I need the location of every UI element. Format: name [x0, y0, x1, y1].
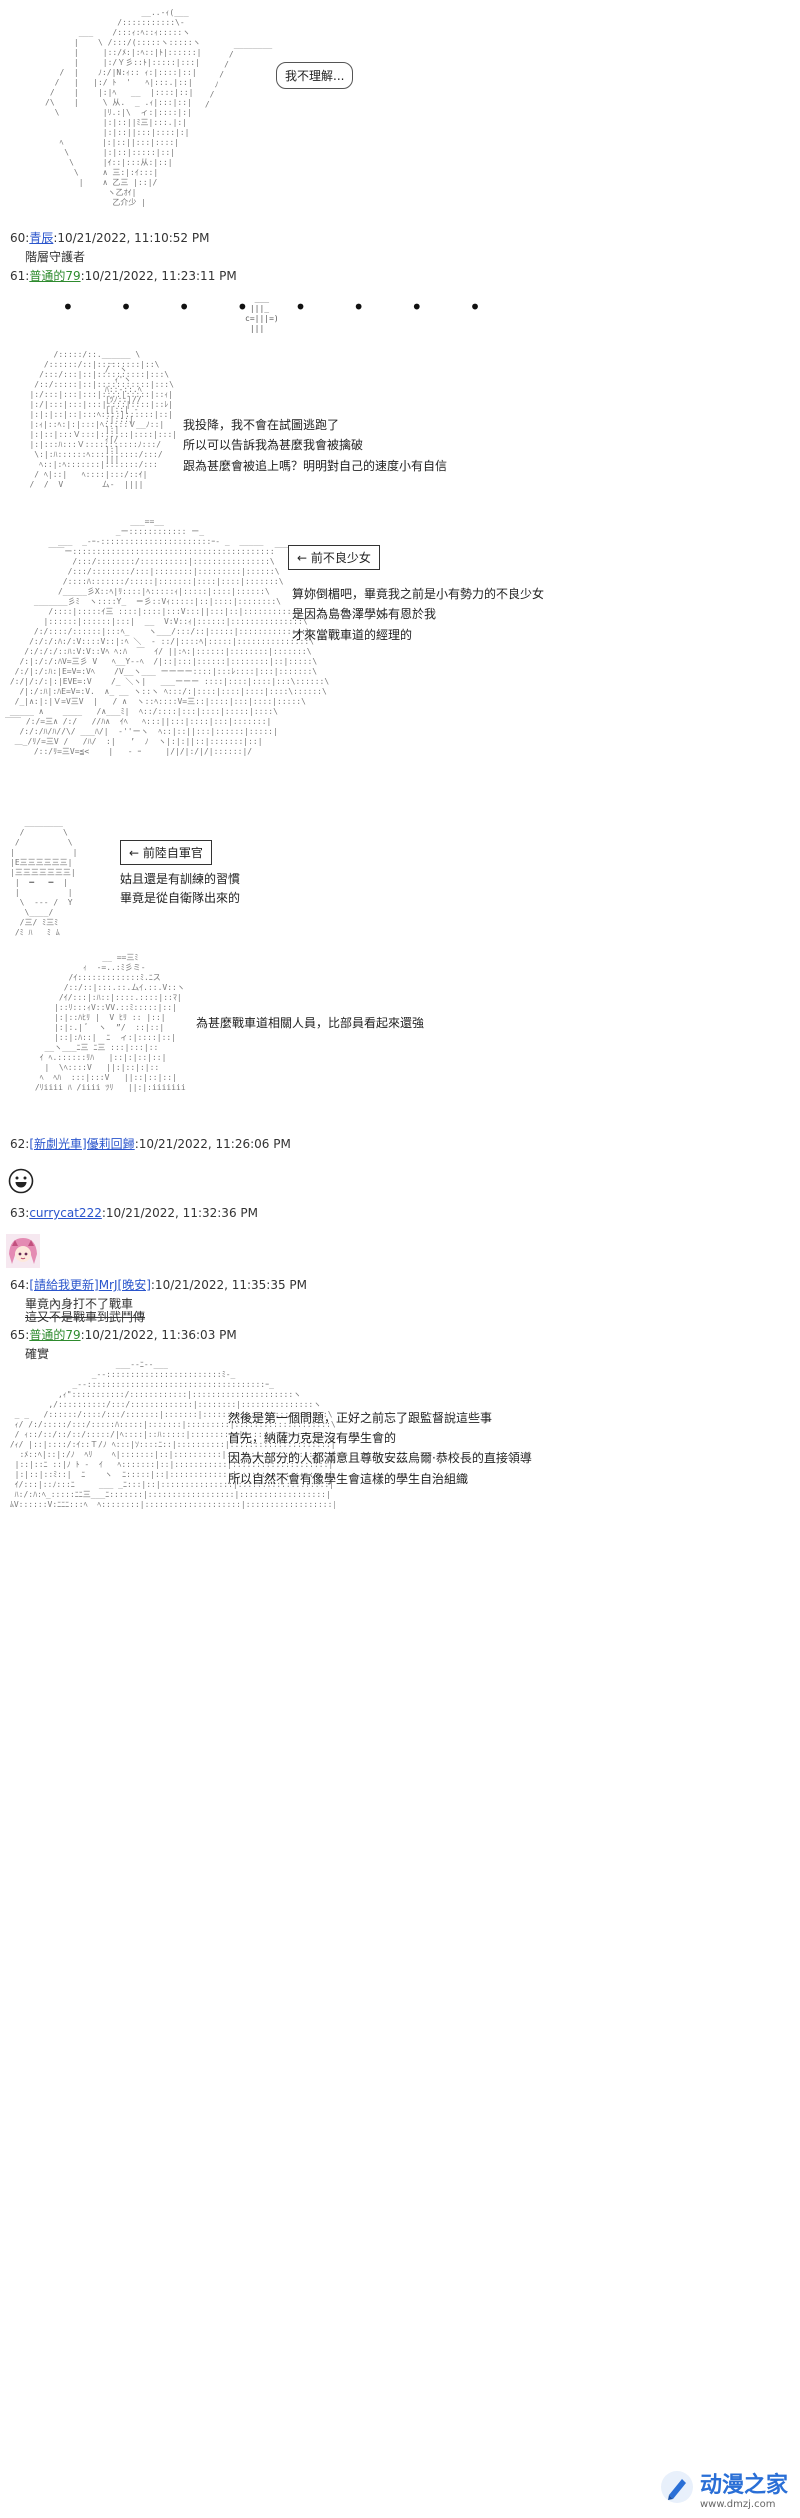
watermark: 动漫之家 www.dmzj.com	[660, 2467, 788, 2510]
emoji-face-icon	[8, 1168, 34, 1194]
pen-logo-icon	[660, 2470, 694, 2508]
ascii-art-character-6: ___-‐ﾆ‐‐___ _-‐::::::::::::::::::::::::ﾐ…	[9, 1360, 335, 1509]
scene6-line1: 為甚麼戰車道相關人員，比部員看起來還強	[196, 1016, 425, 1030]
post-header-60: 60:青辰:10/21/2022, 11:10:52 PM	[10, 229, 209, 246]
ascii-art-character-2b: _ / ヽ ｨ'ヽ ﾊ::-::.ﾍ |ﾂﾉ::|// ||::| - :|::…	[104, 355, 142, 464]
post-header-62: 62:[新劇光車]優莉回歸:10/21/2022, 11:26:06 PM	[10, 1135, 291, 1152]
post-header-63: 63:currycat222:10/21/2022, 11:32:36 PM	[10, 1206, 258, 1220]
post-datetime: :10/21/2022, 11:23:11 PM	[80, 269, 237, 283]
post-datetime: :10/21/2022, 11:36:03 PM	[80, 1328, 237, 1342]
post-body-line1: 畢竟內身打不了戰車	[25, 1297, 134, 1311]
scene7-line2: 首先，納薩力克是沒有學生會的	[228, 1431, 397, 1445]
scene7-line4: 所以自然不會有像學生會這樣的學生自治組織	[228, 1472, 469, 1486]
scene3-line3: 跟為甚麼會被追上嗎？明明對自己的速度小有自信	[183, 459, 448, 473]
post-username[interactable]: 青辰	[29, 231, 54, 245]
scene4-line3: 才來當戰車道的經理的	[292, 628, 413, 642]
post-number: 63:	[10, 1206, 30, 1220]
post-datetime: :10/21/2022, 11:32:36 PM	[101, 1206, 258, 1220]
ascii-art-character-4: ________ / \ / \ | | |E三三三三三三| |三三三三三三三|…	[10, 818, 78, 937]
ascii-art-fist: ___ |||_ c=|||=) |||	[245, 294, 279, 333]
post-datetime: :10/21/2022, 11:35:35 PM	[150, 1278, 308, 1292]
post-username[interactable]: [新劇光車]優莉回歸	[29, 1137, 135, 1151]
label-former-officer: ← 前陸自軍官	[120, 840, 212, 865]
ascii-art-character-3: ___==__ _ー:::::::::::: ー_ ___ _-ｰ‐::::::…	[5, 517, 330, 756]
post-number: 65:	[10, 1328, 30, 1342]
ascii-art-character-1: __..-ｨ(___ /:::::::::::\- ___ /:::ｨ:ﾍ::ｨ…	[45, 8, 202, 207]
speech-bubble-1: 我不理解...	[276, 62, 354, 89]
post-header-61: 61:普通的79:10/21/2022, 11:23:11 PM	[10, 267, 237, 284]
watermark-title: 动漫之家	[699, 2473, 788, 2498]
post-header-65: 65:普通的79:10/21/2022, 11:36:03 PM	[10, 1326, 237, 1343]
post-username[interactable]: 普通的79	[29, 269, 81, 283]
post-number: 60:	[10, 231, 30, 245]
post-body: 確實	[25, 1347, 50, 1361]
post-number: 62:	[10, 1137, 30, 1151]
post-username-2[interactable]: MrJ[晚安]	[98, 1278, 151, 1292]
post-username[interactable]: 普通的79	[29, 1328, 81, 1342]
scene7-line1: 然後是第一個問題，正好之前忘了跟監督說這些事	[228, 1411, 493, 1425]
post-datetime: :10/21/2022, 11:10:52 PM	[53, 231, 210, 245]
post-header-64: 64:[請給我更新]MrJ[晚安]:10/21/2022, 11:35:35 P…	[10, 1276, 307, 1293]
post-body-line2: 這又不是戰車到武鬥傳	[25, 1310, 146, 1324]
scene3-line2: 所以可以告訴我為甚麼我會被擒破	[183, 438, 364, 452]
scene5-line2: 畢竟是從自衛隊出來的	[120, 891, 241, 905]
scene4-line2: 是因為島魯澤學姊有恩於我	[292, 607, 437, 621]
post-username[interactable]: currycat222	[29, 1206, 102, 1220]
ellipsis-dots: • • • • • • • •	[62, 295, 501, 319]
post-datetime: :10/21/2022, 11:26:06 PM	[134, 1137, 291, 1151]
post-username[interactable]: [請給我更新]	[29, 1278, 99, 1292]
post-number: 64:	[10, 1278, 30, 1292]
anime-avatar-icon	[6, 1234, 40, 1268]
scene4-line1: 算妳倒楣吧，畢竟我之前是小有勢力的不良少女	[292, 587, 545, 601]
post-number: 61:	[10, 269, 30, 283]
ascii-art-character-5: __ ==三ﾐ ｨ ‐=..:ﾐ彡ミ‐ /ｲ:::::::::::::ﾐ.ﾆス …	[34, 953, 186, 1092]
watermark-url: www.dmzj.com	[699, 2499, 776, 2510]
scene3-line1: 我投降，我不會在試圖逃跑了	[183, 418, 340, 432]
post-body: 階層守護者	[25, 250, 86, 264]
scene5-line1: 姑且還是有訓練的習慣	[120, 872, 241, 886]
ascii-art-lines-1: ________ / / / ﾉ / /	[204, 40, 273, 109]
scene7-line3: 因為大部分的人都滿意且尊敬安茲烏爾·恭校長的直接領導	[228, 1451, 532, 1465]
label-former-delinquent: ← 前不良少女	[288, 545, 380, 570]
ascii-art-character-2: /:::::/::.______ \ /::::::/::|:::::::::|…	[29, 350, 178, 489]
bubble-text: 我不理解...	[285, 69, 345, 83]
